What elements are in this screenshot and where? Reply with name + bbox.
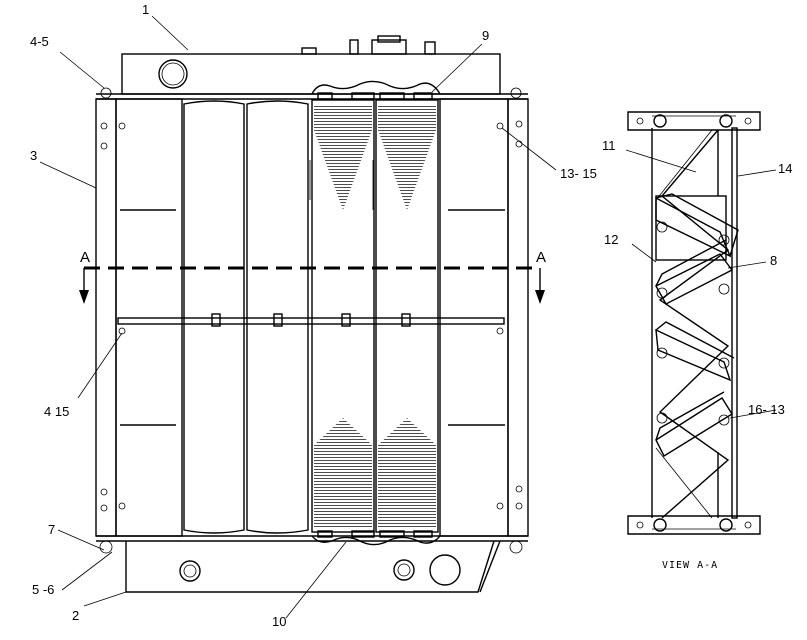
callout-7: 7 bbox=[48, 522, 55, 537]
callout-8: 8 bbox=[770, 253, 777, 268]
top-mount-bracket bbox=[627, 111, 761, 131]
bottom-tank bbox=[125, 540, 495, 593]
callout-14: 14 bbox=[778, 161, 792, 176]
top-tank bbox=[121, 53, 501, 95]
callout-12: 12 bbox=[604, 232, 618, 247]
callout-16-13: 16- 13 bbox=[748, 402, 785, 417]
break-line-top bbox=[311, 80, 441, 95]
filler-cap bbox=[301, 35, 436, 55]
front-view bbox=[79, 35, 545, 593]
callout-2: 2 bbox=[72, 608, 79, 623]
bottom-left-bolt bbox=[99, 540, 113, 554]
callout-11: 11 bbox=[602, 138, 616, 153]
callout-10: 10 bbox=[272, 614, 286, 629]
top-right-bolt bbox=[510, 87, 522, 99]
bottom-port-left bbox=[179, 560, 201, 582]
core-left-2 bbox=[246, 100, 309, 534]
top-tank-port bbox=[158, 59, 188, 89]
bottom-outlet bbox=[429, 554, 461, 586]
callout-4-15: 4 15 bbox=[44, 404, 69, 419]
bottom-mount-bracket bbox=[627, 515, 761, 535]
right-side-rail bbox=[507, 98, 529, 537]
left-side-rail bbox=[95, 98, 117, 537]
callout-13-15: 13- 15 bbox=[560, 166, 597, 181]
middle-cross-brace bbox=[117, 317, 505, 325]
section-mark-right: A bbox=[536, 249, 546, 266]
bottom-port-mid bbox=[393, 559, 415, 581]
strut-zigzag bbox=[658, 129, 730, 519]
core-cutaway-right bbox=[375, 99, 439, 533]
break-line-bottom bbox=[311, 535, 441, 546]
callout-1: 1 bbox=[142, 2, 149, 17]
callout-labels: 1 4-5 3 9 13- 15 11 14 12 8 4 15 16- 13 … bbox=[30, 2, 792, 629]
callout-4-5: 4-5 bbox=[30, 34, 49, 49]
section-mark-left: A bbox=[80, 249, 90, 266]
view-caption: VIEW A-A bbox=[662, 560, 718, 571]
section-view bbox=[627, 111, 761, 535]
top-left-bolt bbox=[100, 87, 112, 99]
callout-9: 9 bbox=[482, 28, 489, 43]
brace-clips bbox=[211, 313, 411, 327]
core-cutaway-left bbox=[311, 99, 375, 533]
leader-lines bbox=[39, 15, 777, 619]
bottom-right-bolt bbox=[509, 540, 523, 554]
section-rail bbox=[731, 127, 738, 519]
core-left-1 bbox=[183, 100, 245, 534]
section-arrow-right bbox=[535, 290, 545, 304]
callout-3: 3 bbox=[30, 148, 37, 163]
section-arrow-left bbox=[79, 290, 89, 304]
callout-5-6: 5 -6 bbox=[32, 582, 54, 597]
